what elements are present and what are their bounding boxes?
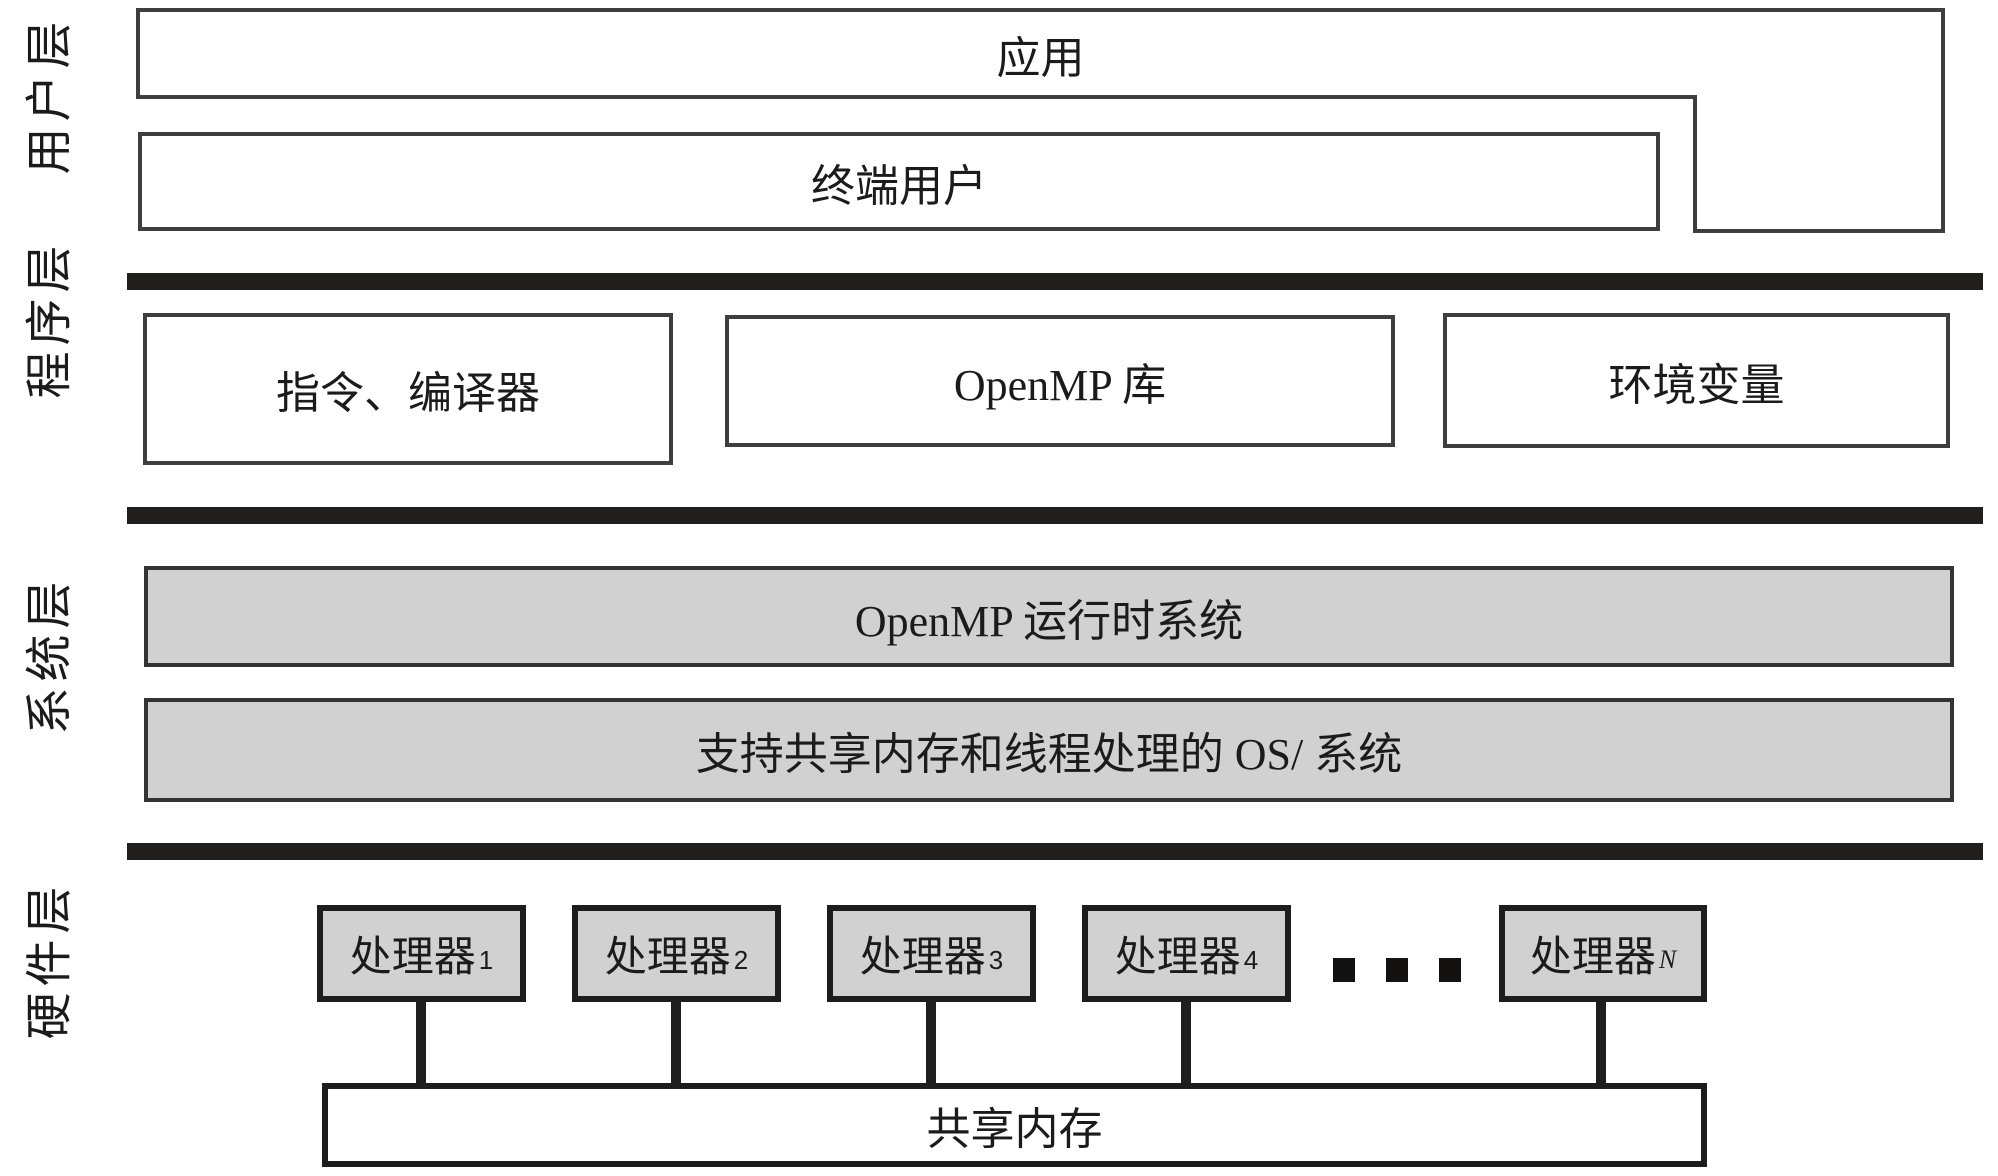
connector-line-1 — [416, 998, 426, 1090]
processor-subscript: 4 — [1243, 944, 1259, 975]
end-user-label: 终端用户 — [811, 161, 987, 211]
environment-variables-label: 环境变量 — [1608, 360, 1785, 410]
os-system-box: 支持共享内存和线程处理的 OS/ 系统 — [144, 698, 1954, 802]
separator-bar-2 — [127, 507, 1983, 524]
processor-label: 处理器 — [349, 933, 476, 980]
connector-line-2 — [671, 998, 681, 1090]
connector-line-4 — [1181, 998, 1191, 1090]
processor-subscript: 1 — [478, 944, 494, 975]
processor-subscript: N — [1658, 944, 1677, 974]
processor-label: 处理器 — [859, 933, 986, 980]
processor-label: 处理器 — [1114, 933, 1241, 980]
end-user-box: 终端用户 — [138, 132, 1660, 231]
openmp-runtime-label: OpenMP 运行时系统 — [854, 596, 1244, 646]
shared-memory-box: 共享内存 — [322, 1083, 1707, 1167]
openmp-runtime-box: OpenMP 运行时系统 — [144, 566, 1954, 667]
connector-line-5 — [1596, 998, 1606, 1090]
processor-label: 处理器 — [604, 933, 731, 980]
environment-variables-box: 环境变量 — [1443, 313, 1950, 448]
ellipsis-icon — [1439, 958, 1461, 982]
openmp-library-box: OpenMP 库 — [725, 315, 1395, 447]
separator-bar-1 — [127, 273, 1983, 290]
os-system-label: 支持共享内存和线程处理的 OS/ 系统 — [695, 730, 1403, 779]
directives-compiler-label: 指令、编译器 — [276, 369, 540, 418]
separator-bar-3 — [127, 843, 1983, 860]
ellipsis-icon — [1386, 958, 1408, 982]
application-label: 应用 — [996, 34, 1085, 83]
processor-subscript: 2 — [733, 944, 749, 975]
connector-line-3 — [926, 998, 936, 1090]
directives-compiler-box: 指令、编译器 — [143, 313, 673, 465]
openmp-library-label: OpenMP 库 — [953, 361, 1167, 410]
shared-memory-label: 共享内存 — [926, 1105, 1103, 1154]
ellipsis-icon — [1333, 958, 1355, 982]
processor-label: 处理器 — [1529, 933, 1656, 980]
processor-subscript: 3 — [988, 944, 1004, 975]
